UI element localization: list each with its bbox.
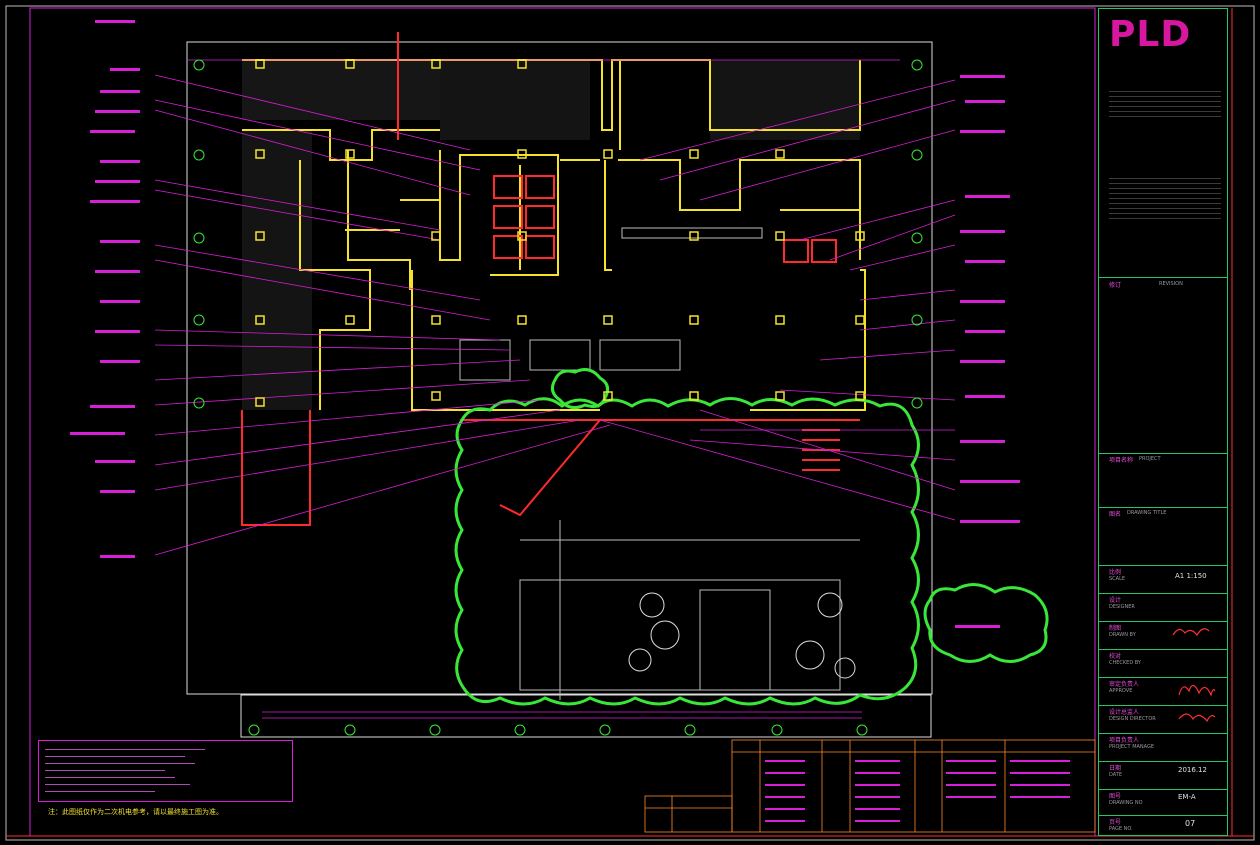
date-label: 日期 xyxy=(1109,765,1122,772)
approve-label: 审定负责人 xyxy=(1109,681,1140,688)
furniture xyxy=(459,227,860,700)
page-en: PAGE NO. xyxy=(1109,826,1133,832)
drawn-en: DRAWN BY xyxy=(1109,632,1136,638)
leaders-left xyxy=(154,59,900,556)
design-director-en: DESIGN DIRECTOR xyxy=(1109,716,1156,722)
scale-en: SCALE xyxy=(1109,576,1126,582)
drawing-no-label: 图号 xyxy=(1109,793,1122,800)
columns xyxy=(255,59,865,407)
drawn-label: 制图 xyxy=(1109,625,1122,632)
company-logo: PLD xyxy=(1109,14,1192,55)
company-contact xyxy=(1109,87,1221,117)
scale-label: 比例 xyxy=(1109,569,1122,576)
page-value: 07 xyxy=(1185,819,1196,828)
project-label: 项目名称 xyxy=(1109,457,1134,464)
checked-en: CHECKED BY xyxy=(1109,660,1141,666)
page-label: 页号 xyxy=(1109,819,1122,826)
revision-label: 修订 xyxy=(1109,282,1122,289)
drawing-no-en: DRAWING NO xyxy=(1109,800,1143,806)
pm-label: 项目负责人 xyxy=(1109,737,1140,744)
checked-label: 校对 xyxy=(1109,653,1122,660)
legend-text xyxy=(765,760,1070,822)
legend-table xyxy=(644,739,1096,833)
director-signature xyxy=(1178,713,1216,723)
outer-frame xyxy=(5,5,1255,841)
drawing-no-value: EM-A xyxy=(1178,793,1196,801)
warning-note: 注：此图纸仅作为二次机电参考，请以最终施工图为准。 xyxy=(48,808,223,816)
pm-en: PROJECT MANAGE xyxy=(1109,744,1155,750)
equipment xyxy=(241,32,860,526)
general-notes xyxy=(38,740,293,802)
design-director-label: 设计总监人 xyxy=(1109,709,1140,716)
dimension-frame xyxy=(240,694,932,738)
grid-bubbles xyxy=(193,59,923,736)
drawing-title-en: DRAWING TITLE xyxy=(1127,510,1167,516)
project-en: PROJECT xyxy=(1139,456,1161,462)
trees xyxy=(628,592,856,679)
approve-en: APPROVE xyxy=(1109,688,1133,694)
approve-signature xyxy=(1178,684,1216,697)
title-block: PLD 修订 REVISION 项目名称 PROJECT 图名 DRAWING … xyxy=(1098,8,1228,836)
scale-value: A1 1:150 xyxy=(1175,572,1207,580)
date-value: 2016.12 xyxy=(1178,766,1207,774)
revision-en: REVISION xyxy=(1159,281,1183,287)
drawing-title-label: 图名 xyxy=(1109,511,1122,518)
drawn-signature xyxy=(1172,628,1210,637)
annotation-blocks xyxy=(70,20,1020,628)
copyright-text xyxy=(1109,174,1221,222)
landscape xyxy=(454,368,1049,706)
designer-en: DESIGNER xyxy=(1109,604,1135,610)
leaders-right xyxy=(599,79,956,521)
walls xyxy=(242,59,866,411)
date-en: DATE xyxy=(1109,772,1123,778)
dimension-lines xyxy=(262,711,862,719)
designer-label: 设计 xyxy=(1109,597,1122,604)
